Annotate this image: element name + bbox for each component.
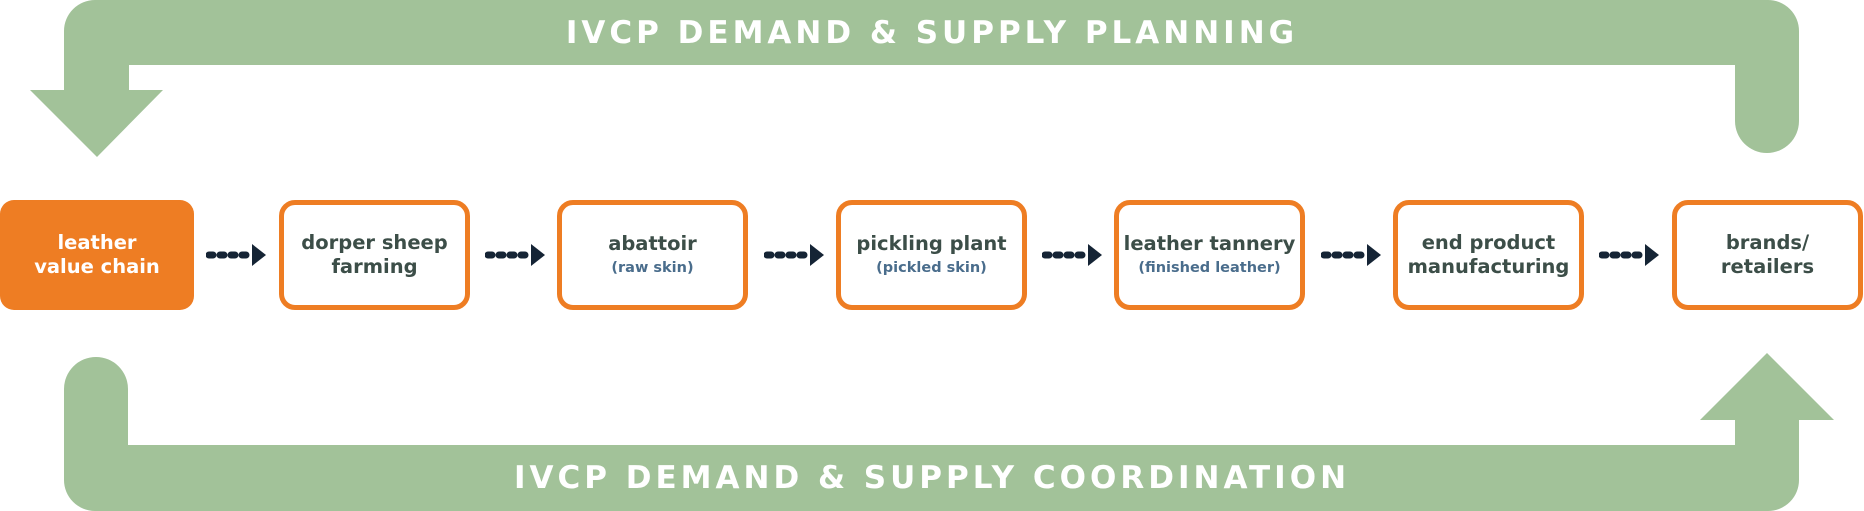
node-sublabel: (pickled skin) [876,260,987,276]
node-dorper-sheep-farming: dorper sheep farming [279,200,470,310]
node-end-product-manufacturing: end product manufacturing [1393,200,1584,310]
node-leather-tannery: leather tannery (finished leather) [1114,200,1305,310]
node-sublabel: (finished leather) [1138,260,1281,276]
bottom-feedback-arrow [64,353,1834,511]
dotted-arrow-right-icon [764,244,824,266]
top-feedback-arrow [30,0,1799,157]
bottom-band-title: IVCP DEMAND & SUPPLY COORDINATION [513,460,1351,496]
node-label: abattoir [608,232,697,255]
node-label: leather value chain [34,231,160,278]
node-brands-retailers: brands/ retailers [1672,200,1863,310]
dotted-arrow-right-icon [1042,244,1102,266]
node-sublabel: (raw skin) [611,260,694,276]
dotted-arrow-right-icon [1599,244,1659,266]
dotted-arrow-right-icon [485,244,545,266]
node-label: dorper sheep farming [301,231,448,278]
node-label: end product manufacturing [1407,231,1570,278]
node-label: pickling plant [856,232,1007,255]
node-pickling-plant: pickling plant (pickled skin) [836,200,1027,310]
node-label: brands/ retailers [1720,231,1815,278]
node-abattoir: abattoir (raw skin) [557,200,748,310]
top-band-title: IVCP DEMAND & SUPPLY PLANNING [565,15,1299,51]
node-leather-value-chain: leather value chain [0,200,194,310]
dotted-arrow-right-icon [1321,244,1381,266]
node-label: leather tannery [1123,232,1296,255]
dotted-arrow-right-icon [206,244,266,266]
